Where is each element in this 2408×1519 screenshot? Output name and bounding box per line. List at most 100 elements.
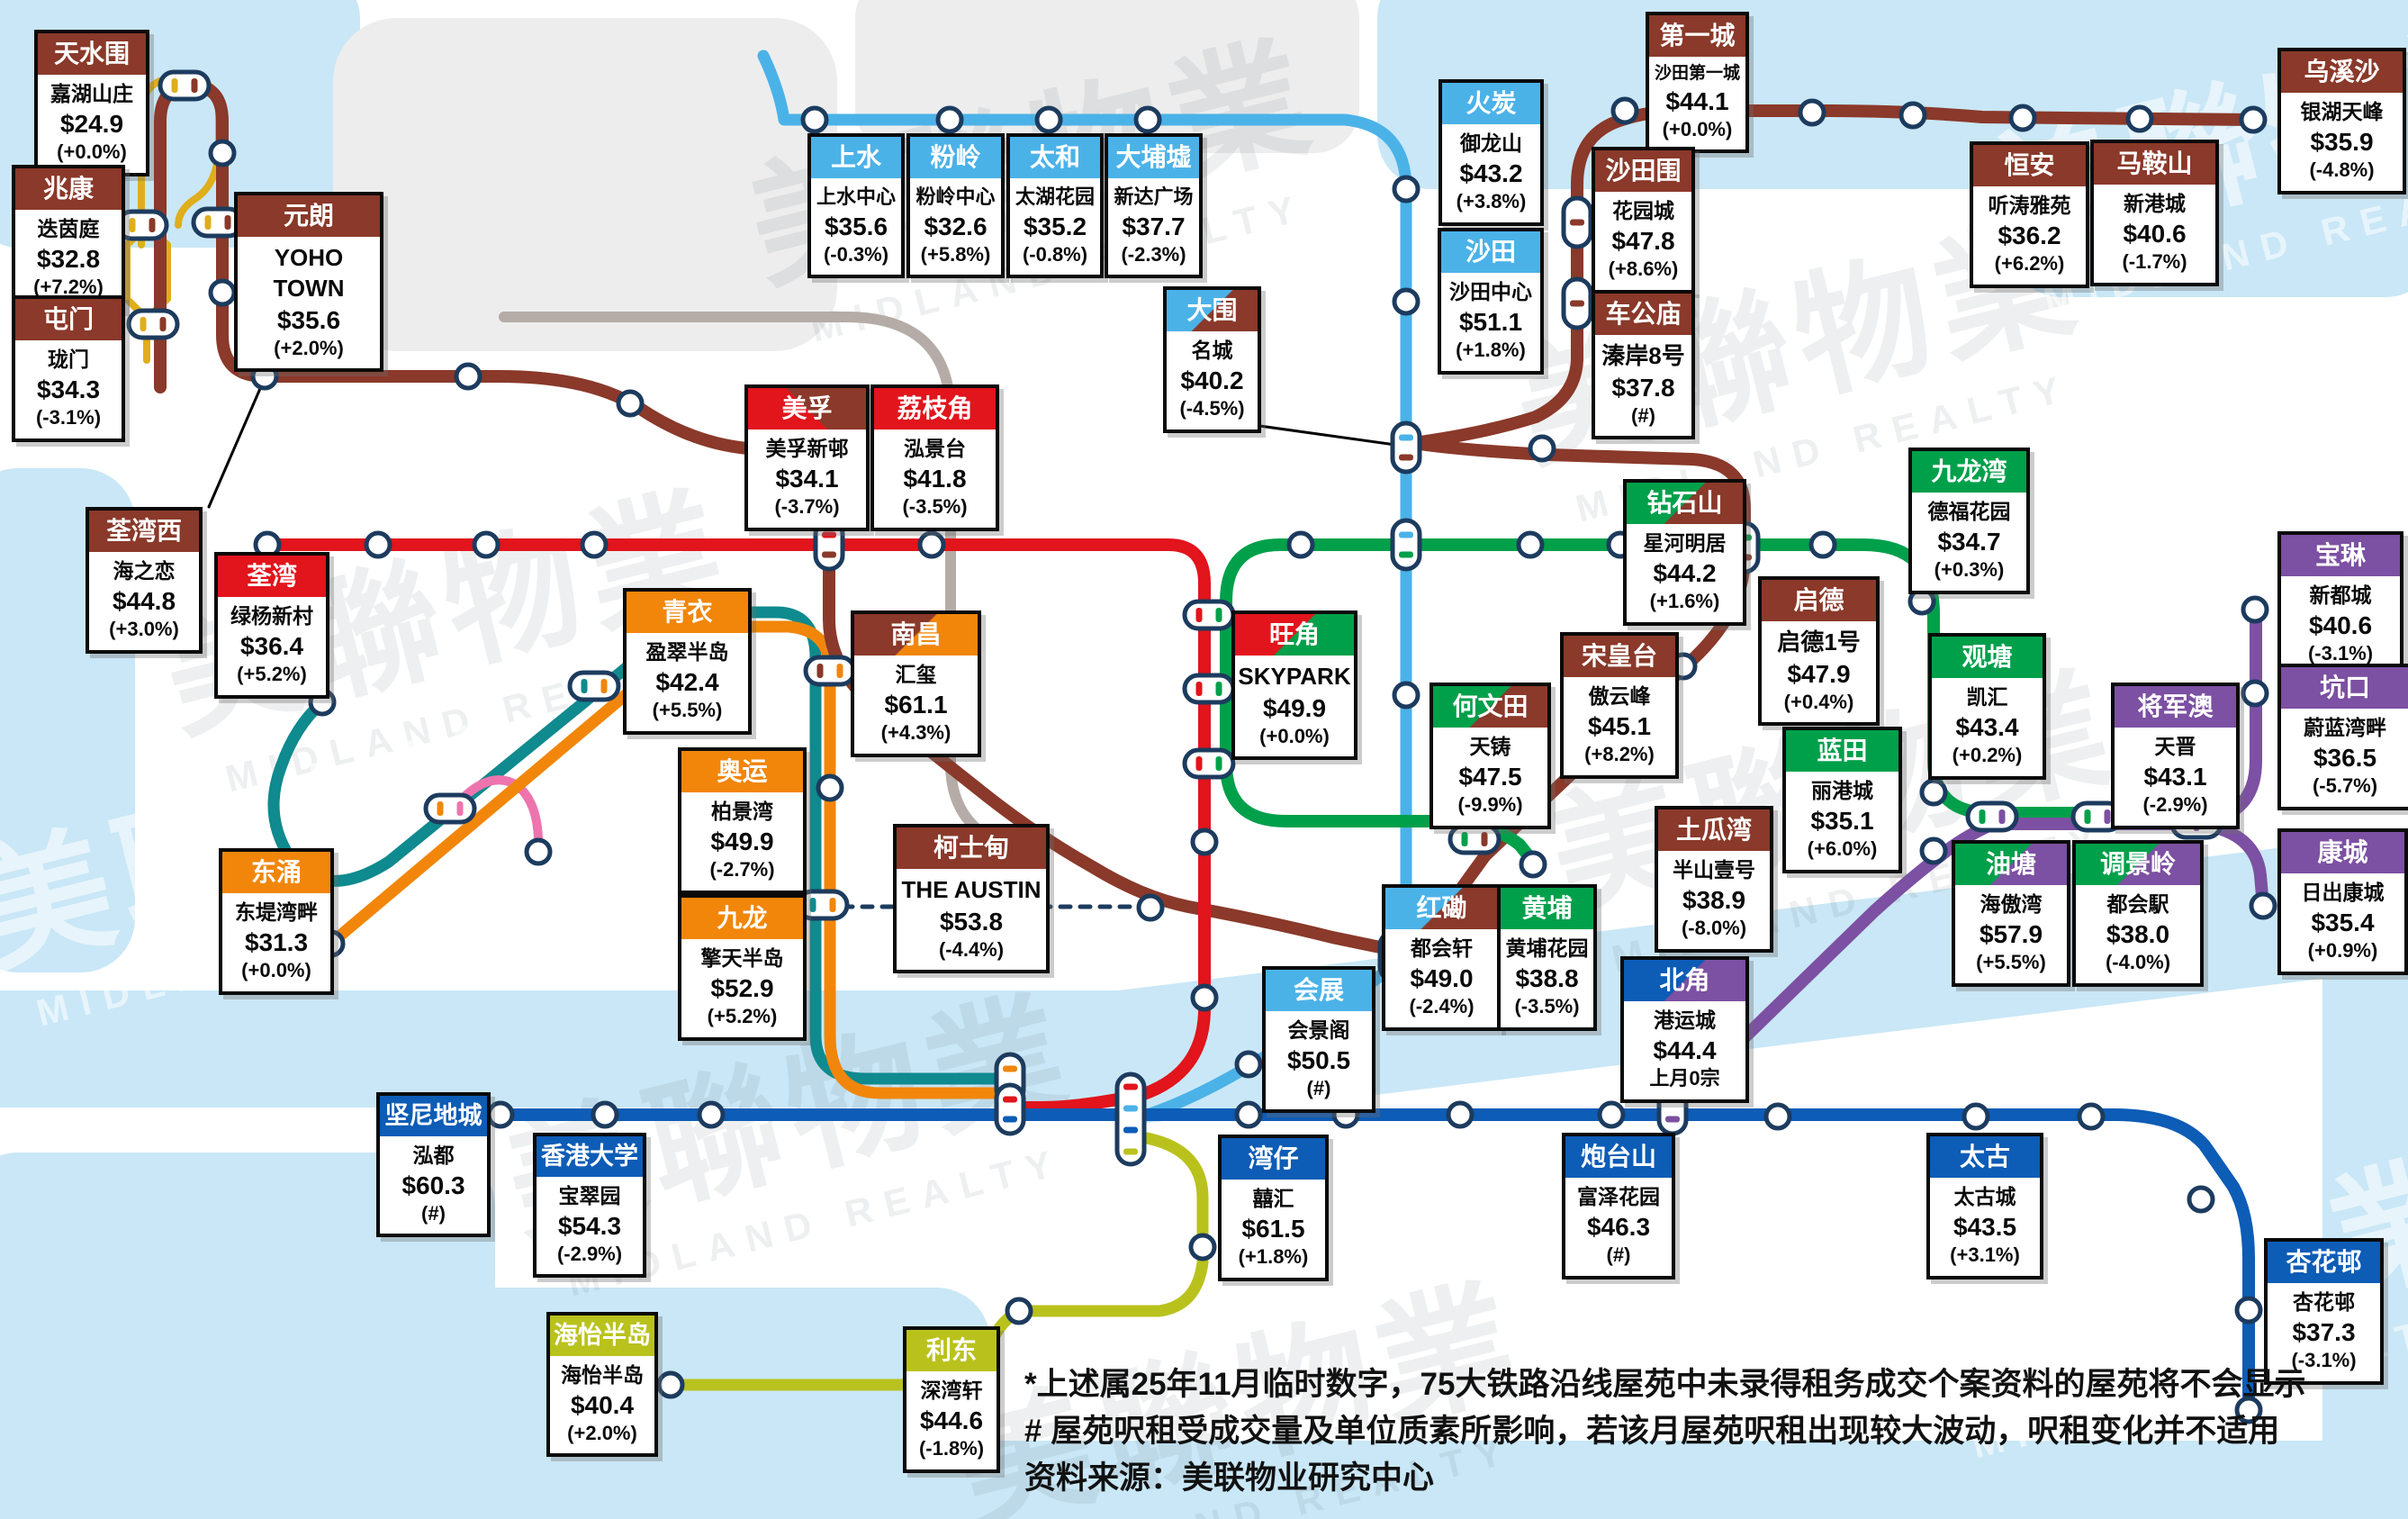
rent-change: (-1.8%) — [918, 1437, 985, 1460]
estate-name: 黄埔花园 — [1505, 936, 1589, 961]
station-name: 钻石山 — [1627, 483, 1743, 525]
station-dot — [454, 362, 483, 391]
interchange-capsule — [1182, 747, 1236, 780]
estate-name: 杏花邨 — [2293, 1290, 2355, 1315]
station-name: 上水 — [811, 137, 901, 179]
rent-price-psf: $43.5 — [1953, 1213, 2017, 1242]
rent-price-psf: $54.3 — [557, 1211, 622, 1240]
station-dot — [2241, 679, 2269, 708]
rent-price-psf: $40.6 — [2123, 220, 2187, 249]
rent-price-psf: $61.1 — [884, 691, 948, 719]
station-name: 马鞍山 — [2094, 143, 2215, 185]
rent-change: (#) — [421, 1201, 446, 1225]
estate-name: 上水中心 — [816, 185, 896, 209]
rent-price-psf: $35.1 — [1810, 807, 1874, 836]
rent-price-psf: $49.9 — [1262, 693, 1327, 722]
station-box-fo-tan: 火炭御龙山$43.2(+3.8%) — [1438, 79, 1544, 226]
station-name: 东涌 — [222, 852, 330, 894]
estate-name: 富泽花园 — [1577, 1185, 1660, 1209]
station-dot — [697, 1100, 726, 1129]
station-dot — [800, 105, 829, 134]
rent-price-psf: $47.5 — [1458, 763, 1522, 791]
rent-price-psf: $32.8 — [36, 245, 101, 274]
rent-change: (+0.9%) — [2307, 939, 2378, 963]
estate-name: 听涛雅苑 — [1988, 194, 2071, 218]
rent-price-psf: $35.2 — [1023, 212, 1087, 240]
station-dots-and-interchanges — [115, 69, 2277, 1424]
station-dot — [364, 530, 392, 559]
estate-name: 新达广场 — [1114, 185, 1194, 209]
station-name: 大围 — [1167, 290, 1258, 332]
station-dot — [580, 530, 609, 559]
station-name: 土瓜湾 — [1658, 809, 1770, 852]
station-box-tsuen-wan-west: 荃湾西海之恋$44.8(+3.0%) — [86, 507, 203, 654]
station-box-fortress-hill: 炮台山富泽花园$46.3(#) — [1562, 1133, 1675, 1279]
station-dot — [2187, 1185, 2215, 1214]
rent-price-psf: $24.9 — [59, 110, 124, 139]
station-box-kennedy-town: 坚尼地城泓都$60.3(#) — [376, 1092, 491, 1238]
station-name: 天水围 — [38, 33, 146, 76]
rent-change: (+0.2%) — [1952, 744, 2023, 767]
station-dot — [1898, 101, 1927, 130]
station-box-exhibition-centre: 会展会景阁$50.5(#) — [1262, 966, 1375, 1113]
station-box-whampoa: 黄埔黄埔花园$38.8(-3.5%) — [1497, 884, 1597, 1031]
rent-price-psf: $37.7 — [1122, 212, 1186, 240]
rent-change: (+3.1%) — [1950, 1243, 2020, 1267]
station-dot — [1919, 778, 1948, 807]
rent-price-psf: $36.4 — [239, 632, 304, 661]
estate-name: 汇玺 — [895, 663, 937, 687]
station-dot — [1136, 893, 1165, 922]
station-dot — [1234, 1100, 1263, 1129]
station-name: 乌溪沙 — [2281, 51, 2403, 94]
station-dot — [2241, 595, 2269, 624]
rent-price-psf: $35.4 — [2311, 909, 2375, 937]
rent-change: (-0.3%) — [823, 242, 889, 266]
rent-price-psf: $41.8 — [903, 465, 967, 493]
station-box-che-kung-temple: 车公庙溱岸8号$37.8(#) — [1592, 290, 1695, 440]
estate-name: 太古城 — [1953, 1185, 2016, 1209]
interchange-capsule — [1182, 673, 1236, 705]
station-dot — [2125, 104, 2154, 133]
rent-change: (+0.0%) — [1662, 117, 1733, 140]
estate-name: 天铸 — [1469, 735, 1511, 759]
estate-name: 盈翠半岛 — [645, 640, 729, 665]
interchange-capsule — [1390, 518, 1422, 572]
station-box-tseung-kwan-o: 将军澳天晋$43.1(-2.9%) — [2111, 683, 2240, 829]
water-shape — [0, 990, 1242, 1108]
station-box-wu-kai-sha: 乌溪沙银湖天峰$35.9(-4.8%) — [2277, 48, 2406, 194]
station-name: 九龙 — [681, 898, 803, 940]
station-name: 利东 — [906, 1330, 997, 1372]
estate-name: 海怡半岛 — [561, 1363, 644, 1388]
station-box-ho-man-tin: 何文田天铸$47.5(-9.9%) — [1429, 683, 1551, 829]
estate-name: 德福花园 — [1927, 500, 2011, 524]
estate-name: THE AUSTIN — [901, 876, 1042, 904]
interchange-capsule — [1561, 276, 1593, 330]
rent-change: (-2.9%) — [2142, 793, 2208, 817]
estate-name: 东堤湾畔 — [235, 900, 318, 925]
estate-name: 嘉湖山庄 — [50, 82, 133, 106]
interchange-capsule — [567, 670, 621, 702]
station-dot — [2239, 105, 2268, 134]
station-name: 启德 — [1762, 580, 1876, 622]
rent-change: (#) — [1306, 1077, 1331, 1100]
rent-change: (-3.5%) — [902, 495, 968, 519]
rent-price-psf: $43.1 — [2143, 763, 2207, 791]
rent-price-psf: $37.3 — [2292, 1318, 2356, 1347]
interchange-capsule — [1114, 1071, 1147, 1167]
station-name: 屯门 — [15, 299, 122, 341]
station-name: 湾仔 — [1222, 1138, 1325, 1180]
rent-change: (-2.3%) — [1121, 242, 1186, 266]
rent-change: (+6.0%) — [1807, 837, 1878, 861]
estate-name: 珑门 — [48, 348, 89, 372]
station-name: 坑口 — [2281, 667, 2408, 710]
station-dot — [656, 1370, 685, 1399]
rent-price-psf: $34.1 — [775, 465, 839, 493]
station-name: 南昌 — [854, 614, 978, 656]
station-dot — [1034, 105, 1063, 134]
interchange-capsule — [796, 889, 850, 921]
station-name: 第一城 — [1649, 15, 1745, 58]
rent-change: (+3.8%) — [1456, 190, 1527, 213]
rent-price-psf: $34.3 — [36, 375, 101, 404]
